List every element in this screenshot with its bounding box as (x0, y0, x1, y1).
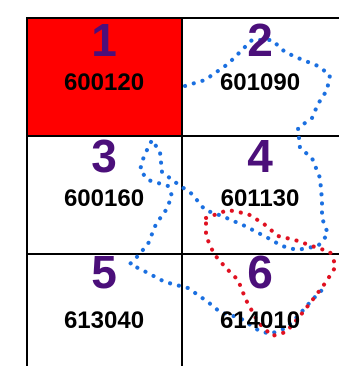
cell-labels: 1 600120 2 601090 3 600160 4 601130 5 61… (64, 14, 300, 334)
grid-lines (26, 17, 339, 366)
cell-code-4: 601130 (221, 185, 300, 212)
cell-number-2: 2 (247, 14, 273, 66)
cell-number-4: 4 (247, 130, 273, 182)
cell-number-5: 5 (91, 246, 117, 298)
cell-number-1: 1 (91, 14, 117, 66)
cell-code-6: 614010 (220, 307, 300, 334)
cell-number-3: 3 (91, 130, 117, 182)
cell-code-2: 601090 (220, 69, 300, 96)
cell-code-3: 600160 (64, 185, 144, 212)
cell-1-fill (26, 17, 183, 137)
cell-number-6: 6 (247, 246, 273, 298)
blue-dotted-boundary (126, 38, 333, 337)
cell-code-1: 600120 (64, 69, 144, 96)
cell-code-5: 613040 (64, 307, 144, 334)
red-dotted-boundary (204, 207, 339, 339)
